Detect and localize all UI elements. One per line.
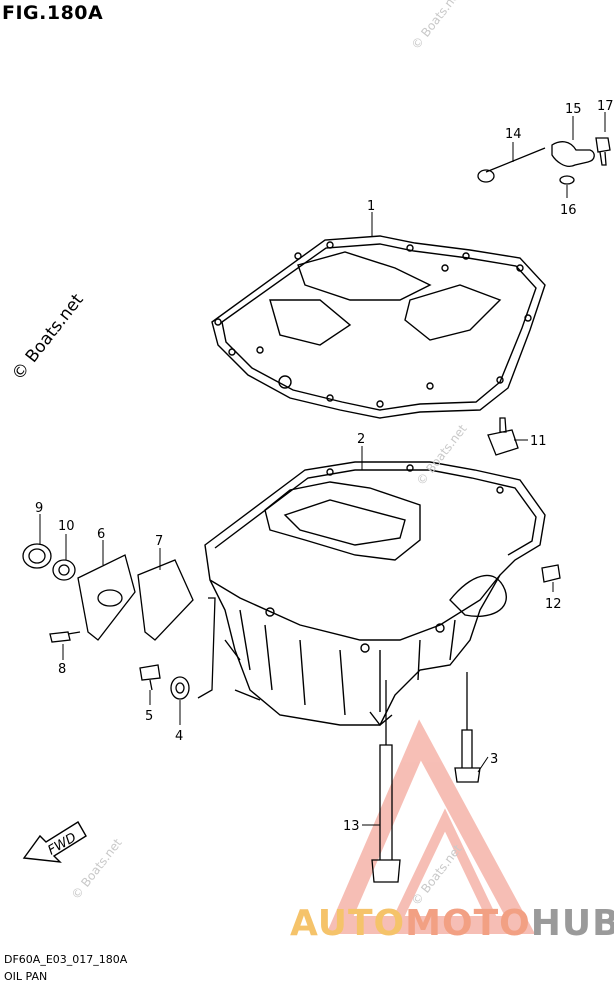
brand-logo-text: AUTOMOTOHUB [290, 903, 614, 944]
callout-7: 7 [155, 534, 163, 549]
callout-15: 15 [565, 102, 582, 117]
callout-numbers: 1 2 3 4 5 6 7 8 9 10 11 12 13 14 15 16 1… [35, 99, 614, 834]
small-parts [22, 137, 611, 883]
callout-11: 11 [530, 434, 547, 449]
figure-name: OIL PAN [4, 970, 48, 983]
callout-10: 10 [58, 519, 75, 534]
callout-8: 8 [58, 662, 66, 677]
brand-triangle-logo [326, 719, 536, 934]
fwd-arrow: FWD [22, 821, 87, 863]
callout-4: 4 [175, 729, 183, 744]
figure-title: FIG.180A [2, 2, 104, 24]
callout-16: 16 [560, 203, 577, 218]
callout-5: 5 [145, 709, 153, 724]
callout-6: 6 [97, 527, 105, 542]
callout-13: 13 [343, 819, 360, 834]
callout-2: 2 [357, 432, 365, 447]
gasket-part-1 [211, 235, 546, 419]
brand-part-moto: MOTO [405, 903, 531, 944]
figure-code: DF60A_E03_017_180A [4, 953, 128, 966]
callout-9: 9 [35, 501, 43, 516]
callout-1: 1 [367, 199, 375, 214]
oil-pan-part-2 [204, 461, 546, 727]
callout-17: 17 [597, 99, 614, 114]
callout-3: 3 [490, 752, 498, 767]
callout-leaders [39, 112, 606, 826]
callout-14: 14 [505, 127, 522, 142]
brand-part-hub: HUB [530, 903, 614, 944]
callout-12: 12 [545, 597, 562, 612]
brand-part-auto: AUTO [290, 903, 406, 944]
